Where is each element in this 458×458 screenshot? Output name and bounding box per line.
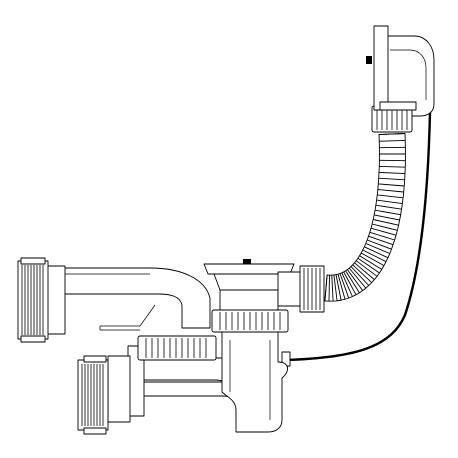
hose-rib [335, 274, 342, 301]
hose-rib [378, 171, 406, 175]
hose-rib [324, 274, 328, 302]
control-cable [283, 111, 432, 362]
hose-rib [328, 275, 330, 302]
hose-rib [377, 194, 404, 199]
hose-rib [373, 219, 399, 226]
hose-rib [331, 275, 334, 302]
hose-rib [359, 255, 382, 270]
hose-rib [365, 243, 390, 254]
hose-rib [355, 260, 378, 277]
upper-left-nut [17, 257, 66, 343]
hose-rib [368, 235, 394, 246]
hose-rib [350, 266, 370, 286]
hose-rib [369, 231, 395, 241]
overflow-head [366, 25, 435, 117]
hose-rib [367, 239, 392, 250]
hose-rib [376, 199, 403, 205]
drain-outlet [203, 259, 295, 313]
hose-rib [345, 270, 360, 294]
hose-rib [354, 262, 375, 280]
hose-rib [357, 257, 380, 274]
middle-nut [137, 335, 217, 361]
hose-top-nut [371, 105, 413, 133]
hose-rib [378, 183, 405, 187]
flexible-corrugated-hose [324, 133, 406, 302]
hose-rib [379, 165, 406, 168]
hose-rib [379, 139, 406, 142]
hose-rib [339, 273, 350, 299]
hose-rib [377, 189, 404, 193]
hose-rib [378, 133, 406, 135]
hose-rib [374, 209, 401, 216]
hose-rib [341, 272, 353, 297]
hose-rib [360, 252, 385, 266]
hose-rib [352, 264, 373, 283]
upper-trap-pipe [61, 267, 211, 331]
hose-rib [364, 246, 389, 259]
drain-plug-button [243, 259, 251, 264]
hose-rib [371, 223, 398, 231]
hose-rib [374, 214, 400, 221]
hose-rib [370, 227, 397, 236]
hose-rib [378, 177, 405, 181]
drain-nut [211, 309, 289, 333]
hose-rib [348, 267, 367, 289]
siphon-body [221, 329, 288, 433]
lower-left-nut [77, 355, 131, 435]
overflow-control-knob [366, 56, 372, 64]
hose-rib [333, 274, 338, 301]
hose-rib [375, 204, 402, 210]
hose-rib [347, 269, 364, 291]
hose-rib [337, 273, 346, 300]
hose-rib [362, 249, 387, 263]
hose-rib [343, 271, 357, 296]
hose-connector [277, 265, 325, 313]
